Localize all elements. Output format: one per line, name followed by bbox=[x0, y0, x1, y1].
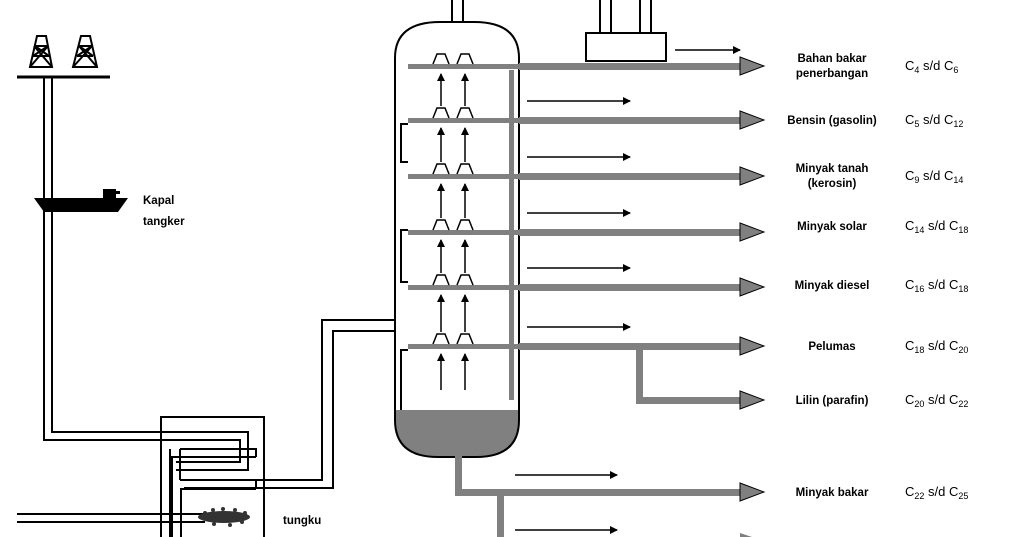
product-pipe-6 bbox=[519, 343, 740, 350]
bubble-cap bbox=[456, 163, 474, 175]
fraction-name: Bahan bakar bbox=[797, 53, 867, 65]
bubble-cap bbox=[456, 274, 474, 286]
fraction-carbon-range: C5 s/d C12 bbox=[905, 112, 963, 129]
fraction-labels: Bahan bakar penerbangan C4 s/d C6 Bensin (g… bbox=[787, 53, 968, 501]
bubble-cap bbox=[432, 219, 450, 231]
fraction-carbon-range: C22 s/d C25 bbox=[905, 484, 968, 501]
bubble-cap bbox=[456, 219, 474, 231]
crude-oil-pipeline bbox=[43, 78, 249, 471]
tray-plate bbox=[408, 285, 519, 290]
column-residue bbox=[395, 410, 519, 457]
product-outlet-arrowhead bbox=[739, 166, 766, 186]
tray-plate bbox=[408, 174, 519, 179]
flow-direction-arrows bbox=[515, 46, 741, 534]
condenser-unit bbox=[585, 0, 667, 62]
top-vapor-pipe bbox=[451, 0, 464, 22]
fraction-carbon-range: C20 s/d C22 bbox=[905, 392, 968, 409]
tray-plate bbox=[408, 118, 519, 123]
fraction-name: Minyak tanah bbox=[796, 163, 869, 175]
fuel-inlet-pipe bbox=[17, 513, 205, 523]
product-pipe-8 bbox=[455, 489, 740, 496]
fraction-name: (kerosin) bbox=[808, 178, 857, 190]
bubble-cap bbox=[432, 274, 450, 286]
product-outlet-arrowhead bbox=[739, 277, 766, 297]
fraction-name: Minyak bakar bbox=[796, 487, 869, 499]
product-outlet-arrowhead bbox=[739, 482, 766, 502]
product-pipe-4 bbox=[519, 229, 740, 236]
oil-rig-icon bbox=[17, 35, 110, 79]
column-trays bbox=[408, 53, 519, 390]
product-outlet-arrowhead bbox=[739, 390, 766, 410]
fraction-carbon-range: C14 s/d C18 bbox=[905, 218, 968, 235]
burner-flame-icon bbox=[198, 507, 250, 527]
feed-pipe bbox=[184, 319, 395, 489]
tray-plate bbox=[408, 64, 519, 69]
fraction-name: Minyak diesel bbox=[795, 280, 870, 292]
fraction-name: Minyak solar bbox=[797, 221, 867, 233]
product-outlet-arrowhead bbox=[739, 336, 766, 356]
furnace-label: tungku bbox=[283, 515, 321, 527]
fraction-name: Bensin (gasolin) bbox=[787, 115, 877, 127]
product-outlet-arrowhead bbox=[739, 110, 766, 130]
bubble-cap bbox=[456, 333, 474, 345]
fraction-carbon-range: C18 s/d C20 bbox=[905, 338, 968, 355]
bottom-drain-pipe bbox=[455, 456, 462, 496]
branch-pipe-lilin bbox=[636, 346, 643, 404]
tanker-ship-icon bbox=[34, 189, 128, 212]
fraction-carbon-range: C9 s/d C14 bbox=[905, 168, 963, 185]
bubble-cap bbox=[432, 333, 450, 345]
tray-plate bbox=[408, 344, 519, 349]
bottom-drain-pipe-lower bbox=[497, 496, 504, 537]
product-pipe-5 bbox=[519, 284, 740, 291]
side-header-pipe bbox=[509, 70, 514, 400]
fraction-carbon-range: C4 s/d C6 bbox=[905, 58, 958, 75]
bubble-cap bbox=[456, 53, 474, 65]
distillation-column bbox=[394, 21, 520, 458]
product-pipes bbox=[455, 56, 766, 537]
ship-label-line-1: Kapal bbox=[143, 195, 174, 207]
product-pipe-2 bbox=[519, 117, 740, 124]
fraction-name: Lilin (parafin) bbox=[796, 395, 869, 407]
product-outlet-arrowhead bbox=[739, 56, 766, 76]
product-outlet-arrowhead-partial bbox=[740, 533, 752, 537]
fraction-name: penerbangan bbox=[796, 68, 868, 80]
bubble-cap bbox=[432, 163, 450, 175]
fraction-carbon-range: C16 s/d C18 bbox=[905, 277, 968, 294]
tray-plate bbox=[408, 230, 519, 235]
product-outlet-arrowhead bbox=[739, 222, 766, 242]
column-downcomers bbox=[400, 123, 408, 410]
product-pipe-3 bbox=[519, 173, 740, 180]
bubble-cap bbox=[432, 53, 450, 65]
ship-label-line-2: tangker bbox=[143, 216, 185, 228]
product-pipe-1 bbox=[519, 63, 740, 70]
product-pipe-7 bbox=[636, 397, 740, 404]
bubble-cap bbox=[456, 107, 474, 119]
bubble-cap bbox=[432, 107, 450, 119]
fraction-name: Pelumas bbox=[808, 341, 855, 353]
